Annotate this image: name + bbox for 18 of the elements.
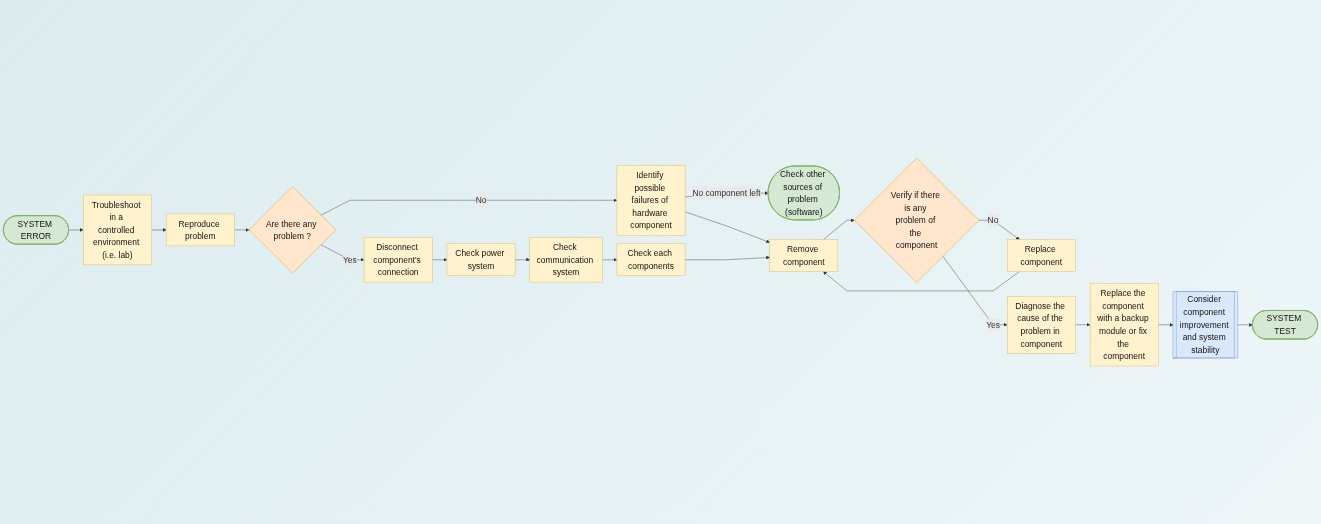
node-box: Diagnose the cause of the problem in component	[1007, 295, 1076, 354]
node-box: Check each components	[616, 243, 686, 276]
node-box: Troubleshoot in a controlled environment (i.e. lab)	[83, 194, 152, 266]
edge-label: Yes	[986, 320, 1000, 330]
node-box: Disconnect component's connection	[363, 237, 433, 283]
edge-label: No	[475, 195, 487, 205]
node-box: Identify possible failures of hardware component	[616, 165, 686, 236]
node-box: Check communication system	[529, 237, 603, 283]
node-box: Replace component	[1007, 239, 1076, 272]
node-box: Replace the component with a backup module or fix the component	[1089, 283, 1159, 367]
node-diamond: Verify if there is any problem of the component	[854, 157, 980, 283]
edge-label: Yes	[343, 255, 357, 265]
edge-label: No component left	[692, 188, 761, 198]
node-box: Remove component	[769, 239, 839, 272]
edge-label: No	[987, 215, 999, 225]
node-diamond: Are there any problem ?	[249, 186, 337, 274]
node-box: Check power system	[446, 243, 516, 276]
node-box: Reproduce problem	[165, 213, 235, 247]
